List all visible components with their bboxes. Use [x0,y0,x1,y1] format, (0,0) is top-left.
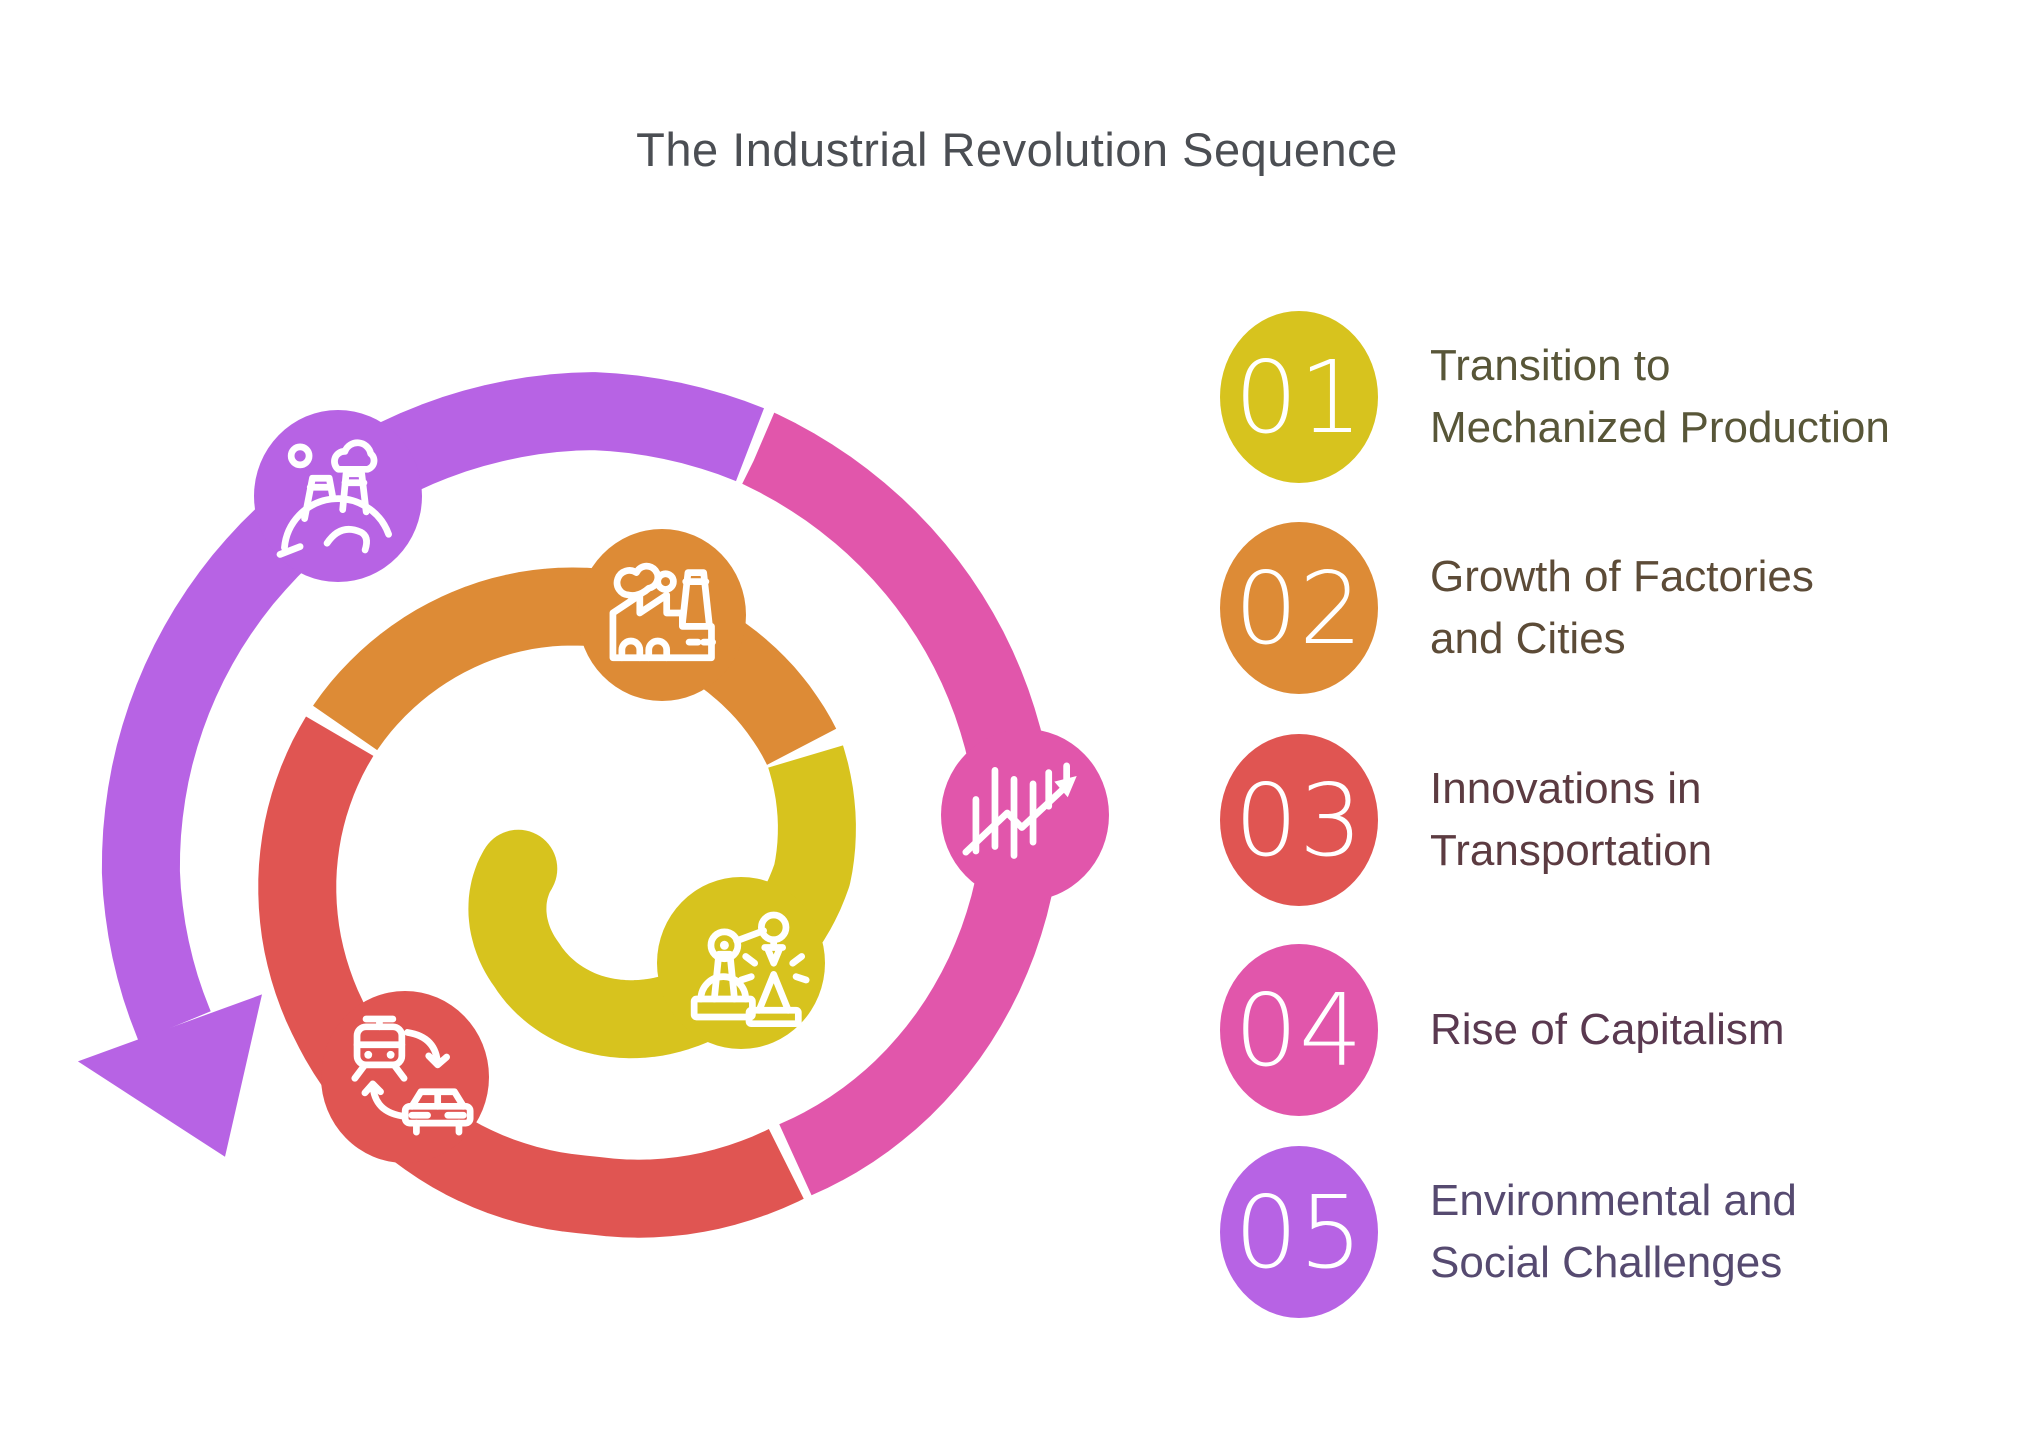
smokestack-globe-icon-part [339,470,370,516]
factory-icon-part [679,569,713,628]
robot-arm-icon-part [761,936,787,967]
robot-arm-icon-part [710,950,738,1003]
smokestack-globe-icon-part [281,495,392,552]
spiral-segment-01 [468,722,856,1059]
step-label: Transition to Mechanized Production [1430,335,1890,459]
spiral-start-cap [479,829,558,908]
factory-icon-part [654,570,677,593]
step-label: Innovations in Transportation [1430,758,1712,882]
factory-icon [609,562,716,662]
step-number-badge: 04 [1220,944,1378,1116]
step-number: 03 [1234,761,1364,879]
step-number-badge: 03 [1220,734,1378,906]
train-car-swap-icon-part [413,1119,463,1136]
train-car-swap-icon-part [404,1029,451,1069]
smokestack-globe-icon-part [287,443,313,469]
factory-icon-part [613,562,662,599]
step-label-line: Mechanized Production [1430,403,1890,452]
factory-icon-part [618,637,671,662]
step-item-01: 01 Transition to Mechanized Production [1220,311,1890,483]
step-label-line: Transition to [1430,341,1671,390]
stock-chart-icon-part [962,779,1074,856]
step-number-badge: 05 [1220,1146,1378,1318]
smokestack-globe-icon-part [301,474,336,522]
train-car-swap-icon-part [364,1050,373,1059]
robot-arm-icon-part [697,973,750,1003]
robot-arm-icon-part [719,940,729,950]
spiral-segment-05 [101,372,771,1063]
step-label: Growth of Factories and Cities [1430,546,1814,670]
smokestack-globe-icon-part [323,526,370,554]
step-label-line: and Cities [1430,614,1626,663]
step-label-line: Transportation [1430,826,1713,875]
stock-chart-icon-part [1054,776,1077,798]
stock-chart-icon [962,762,1077,859]
step-label: Rise of Capitalism [1430,999,1785,1061]
step-item-05: 05 Environmental and Social Challenges [1220,1146,1797,1318]
robot-arm-icon-part [707,928,742,963]
smokestack-globe-icon-part [331,439,378,473]
step-item-04: 04 Rise of Capitalism [1220,944,1785,1116]
step-number-badge: 01 [1220,311,1378,483]
step-label-line: Environmental and [1430,1176,1797,1225]
smokestack-globe-icon-part [276,543,304,558]
robot-arm-icon [690,911,810,1028]
step-number: 04 [1234,971,1364,1089]
train-car-swap-icon-part [361,1080,409,1120]
step-label-line: Growth of Factories [1430,552,1814,601]
step-label-line: Social Challenges [1430,1238,1783,1287]
step-label: Environmental and Social Challenges [1430,1170,1797,1294]
robot-arm-icon-part [755,971,792,1014]
flow-arrowhead [77,994,263,1157]
train-car-swap-icon-part [386,1050,395,1059]
step-item-03: 03 Innovations in Transportation [1220,734,1712,906]
robot-arm-icon-part [737,953,810,984]
step-number: 05 [1234,1173,1364,1291]
train-car-swap-icon [351,1015,474,1136]
step-number: 01 [1234,338,1364,456]
page-title: The Industrial Revolution Sequence [636,123,1398,176]
robot-arm-icon-part [745,1006,802,1028]
step-item-02: 02 Growth of Factories and Cities [1220,522,1814,694]
train-car-swap-icon-part [351,1061,408,1082]
step-label-line: Innovations in [1430,764,1702,813]
factory-icon-part [609,591,715,662]
step-label-line: Rise of Capitalism [1430,1005,1785,1054]
step-number: 02 [1234,549,1364,667]
smokestack-globe-icon [276,439,392,558]
step-number-badge: 02 [1220,522,1378,694]
